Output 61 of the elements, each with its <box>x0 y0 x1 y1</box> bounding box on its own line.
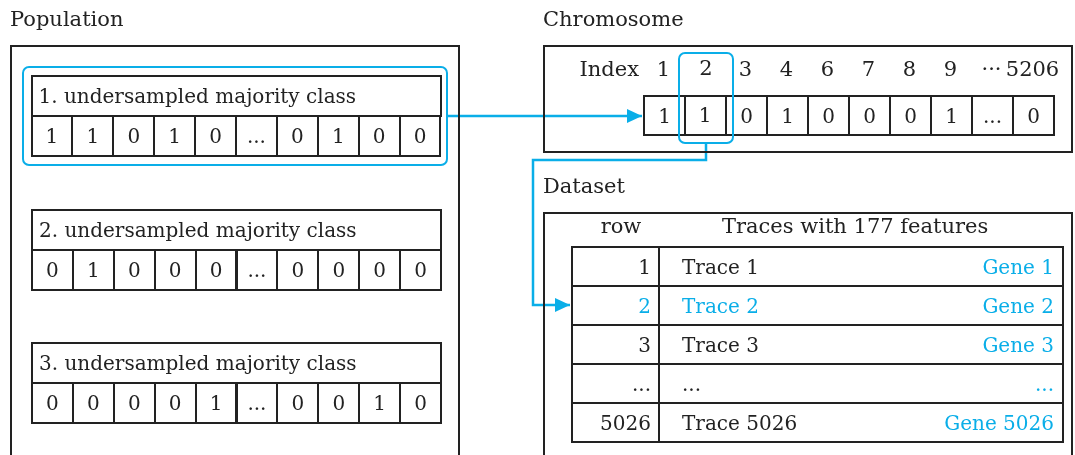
index-number: 6 <box>819 57 836 81</box>
bit-cell: 1 <box>643 95 686 136</box>
bit-cell: 0 <box>31 382 74 424</box>
bit-cell: 0 <box>194 249 238 291</box>
bit-cell: 1 <box>30 114 74 157</box>
trace-name: Trace 3 <box>682 331 759 359</box>
trace-name: Trace 2 <box>682 292 759 320</box>
bit-cell: ... <box>235 382 279 424</box>
index-number: 2 <box>698 56 714 80</box>
bit-cell: ... <box>971 95 1014 136</box>
class-header: 1. undersampled majority class <box>30 74 442 117</box>
panel-title: Population <box>10 7 124 31</box>
class-header: 2. undersampled majority class <box>31 209 442 251</box>
gene-name: ... <box>1034 370 1054 398</box>
gene-name: Gene 3 <box>982 331 1054 359</box>
gene-name: Gene 2 <box>982 292 1054 320</box>
column-header: Traces with 177 features <box>722 214 989 238</box>
highlight-frame <box>22 66 448 166</box>
bit-cell: 0 <box>398 114 442 157</box>
row-number: 5026 <box>600 409 651 437</box>
trace-name: Trace 5026 <box>682 409 798 437</box>
arrow <box>531 144 708 312</box>
bit-cell: 0 <box>889 95 932 136</box>
index-number: 4 <box>778 57 795 81</box>
row-number: 1 <box>638 253 651 281</box>
index-number: 8 <box>901 57 918 81</box>
bit-cell: ... <box>235 249 279 291</box>
trace-name: Trace 1 <box>682 253 759 281</box>
row-number: 2 <box>638 292 651 320</box>
trace-name: ... <box>682 370 702 398</box>
index-number: 7 <box>860 57 877 81</box>
table-row <box>571 324 1064 365</box>
bit-cell: 1 <box>194 382 238 424</box>
table-row <box>571 246 1064 287</box>
bit-cell: 0 <box>848 95 891 136</box>
bit-cell: 1 <box>683 94 727 136</box>
gene-name: Gene 5026 <box>944 409 1054 437</box>
arrow <box>448 109 642 123</box>
panel-title: Dataset <box>543 174 625 198</box>
bit-cell: 0 <box>1012 95 1055 136</box>
table-row <box>571 363 1064 404</box>
table-row <box>571 285 1064 326</box>
bit-cell: 0 <box>31 249 74 291</box>
panel-title: Chromosome <box>543 7 684 31</box>
bit-cell: 0 <box>807 95 850 136</box>
index-number: 5206 <box>1004 57 1061 81</box>
bit-cell: 0 <box>399 382 442 424</box>
bit-cell: 0 <box>399 249 442 291</box>
column-header: row <box>599 214 643 238</box>
bit-cell: 1 <box>766 95 809 136</box>
bit-cell: 1 <box>930 95 973 136</box>
highlight-frame <box>678 52 734 144</box>
gene-name: Gene 1 <box>982 253 1054 281</box>
class-header: 3. undersampled majority class <box>31 342 442 384</box>
row-number: ... <box>631 370 651 398</box>
index-number: 3 <box>737 57 754 81</box>
index-number: 9 <box>942 57 959 81</box>
table-row <box>571 402 1064 443</box>
index-label: Index <box>579 57 639 81</box>
row-number: 3 <box>638 331 651 359</box>
bit-cell: 0 <box>725 95 768 136</box>
